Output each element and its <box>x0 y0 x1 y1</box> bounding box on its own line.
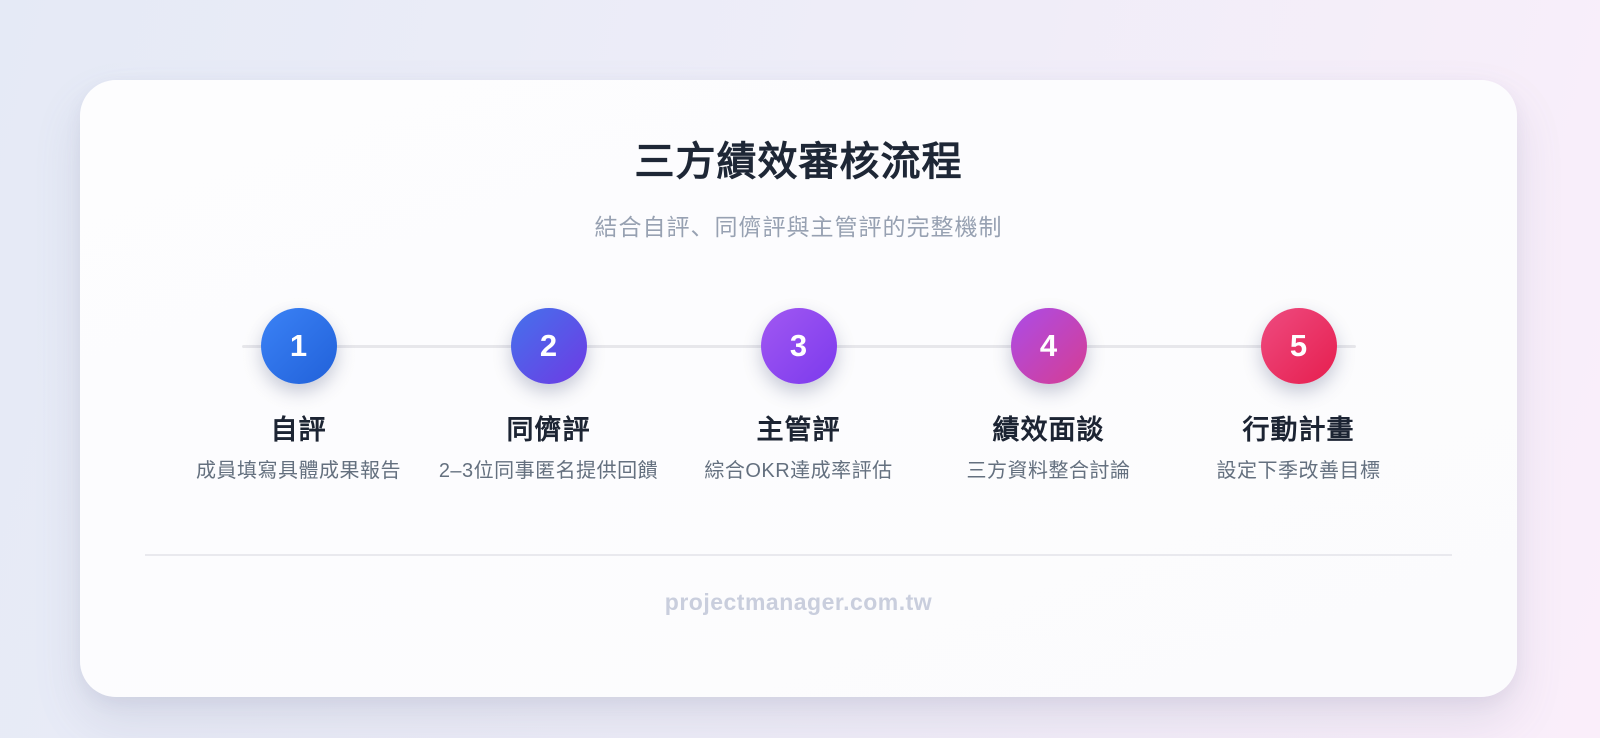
steps-row: 1 自評 成員填寫具體成果報告 2 同儕評 2–3位同事匿名提供回饋 3 主管評… <box>174 308 1424 484</box>
step-label: 行動計畫 <box>1242 415 1355 445</box>
step-label: 主管評 <box>756 415 841 445</box>
step-description: 三方資料整合討論 <box>966 460 1131 482</box>
step-number: 3 <box>789 328 808 363</box>
step-number: 2 <box>539 328 558 363</box>
step-item: 5 行動計畫 設定下季改善目標 <box>1174 308 1424 484</box>
process-timeline: 1 自評 成員填寫具體成果報告 2 同儕評 2–3位同事匿名提供回饋 3 主管評… <box>174 308 1424 484</box>
step-label: 績效面談 <box>992 415 1105 445</box>
step-description: 2–3位同事匿名提供回饋 <box>438 460 659 482</box>
step-label: 自評 <box>270 415 327 445</box>
step-item: 2 同儕評 2–3位同事匿名提供回饋 <box>424 308 674 484</box>
step-description: 綜合OKR達成率評估 <box>704 460 893 482</box>
step-number: 5 <box>1289 328 1308 363</box>
step-number-badge: 3 <box>760 308 837 384</box>
step-description: 成員填寫具體成果報告 <box>196 460 401 482</box>
infographic-card: 三方績效審核流程 結合自評、同儕評與主管評的完整機制 1 自評 成員填寫具體成果… <box>80 80 1517 697</box>
step-number-badge: 1 <box>260 308 337 384</box>
step-number-badge: 5 <box>1260 308 1337 384</box>
step-description: 設定下季改善目標 <box>1216 460 1381 482</box>
step-number-badge: 2 <box>510 308 587 384</box>
page-subtitle: 結合自評、同儕評與主管評的完整機制 <box>594 214 1003 240</box>
page-title: 三方績效審核流程 <box>634 140 963 184</box>
step-label: 同儕評 <box>506 415 591 445</box>
step-number-badge: 4 <box>1010 308 1087 384</box>
step-item: 1 自評 成員填寫具體成果報告 <box>174 308 424 484</box>
step-number: 4 <box>1039 328 1058 363</box>
footer-divider <box>145 554 1452 556</box>
step-item: 3 主管評 綜合OKR達成率評估 <box>674 308 924 484</box>
step-number: 1 <box>289 328 308 363</box>
step-item: 4 績效面談 三方資料整合討論 <box>924 308 1174 484</box>
footer-website: projectmanager.com.tw <box>664 589 933 615</box>
